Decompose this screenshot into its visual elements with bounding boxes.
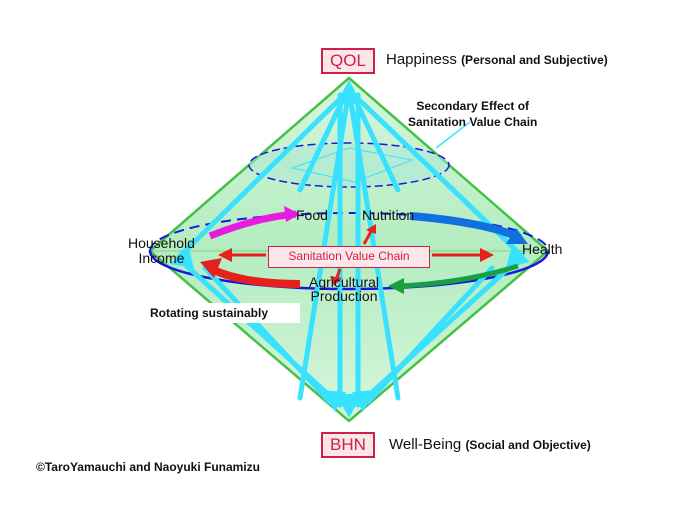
wellbeing-text: Well-Being [389,436,462,453]
arrowhead-down-left [322,390,346,412]
svc-arrow-nutrition [362,229,374,245]
agricultural-production-label: Agricultural Production [309,274,380,304]
health-label: Health [522,241,563,257]
svc-red-arrows [226,229,486,281]
nutrition-label: Nutrition [362,207,415,223]
svc-arrowhead-agri [330,276,342,286]
nutrition-health-arrowhead [506,228,528,244]
happiness-label: Happiness (Personal and Subjective) [386,51,608,68]
svc-arrowhead-nutrition [366,224,376,234]
arrowhead-up [336,80,362,104]
cyan-arrow [297,92,348,193]
qol-box: QOL [321,48,375,74]
arrowhead-right [506,246,530,268]
copyright-text: ©TaroYamauchi and Naoyuki Funamizu [36,460,260,474]
svc-arrowhead-left [218,248,232,262]
secondary-effect-ellipse [248,142,450,188]
food-label: Food [296,207,328,223]
agri-income-arrowhead [200,258,222,278]
household-income-label: Household Income [128,235,195,266]
wellbeing-label: Well-Being (Social and Objective) [389,436,591,453]
happiness-text: Happiness [386,51,457,68]
arrowhead-down-right [352,390,376,412]
cyan-arrow [365,265,495,405]
svc-arrowhead-right [480,248,494,262]
arrowhead-left [170,246,194,268]
ring-back-edge [149,212,549,252]
svc-red-arrowheads [218,224,494,286]
wellbeing-detail: (Social and Objective) [465,438,591,452]
cyan-arrow [175,87,352,261]
sanitation-value-chain-box: Sanitation Value Chain [268,246,430,268]
bhn-box: BHN [321,432,375,458]
secondary-effect-label: Secondary Effect of Sanitation Value Cha… [408,99,538,129]
secondary-effect-pointer [435,121,471,149]
rotating-note: Rotating sustainably [140,303,300,323]
ring-front-edge [148,250,550,291]
cyan-arrow [350,92,401,193]
arrowhead-down [336,394,362,418]
health-agri-arrow [399,263,519,289]
happiness-detail: (Personal and Subjective) [461,53,608,67]
cyan-arrowheads [170,80,530,418]
cyan-arrow [202,265,333,405]
health-agri-arrowhead [388,278,404,294]
food-arrowhead [284,206,300,222]
